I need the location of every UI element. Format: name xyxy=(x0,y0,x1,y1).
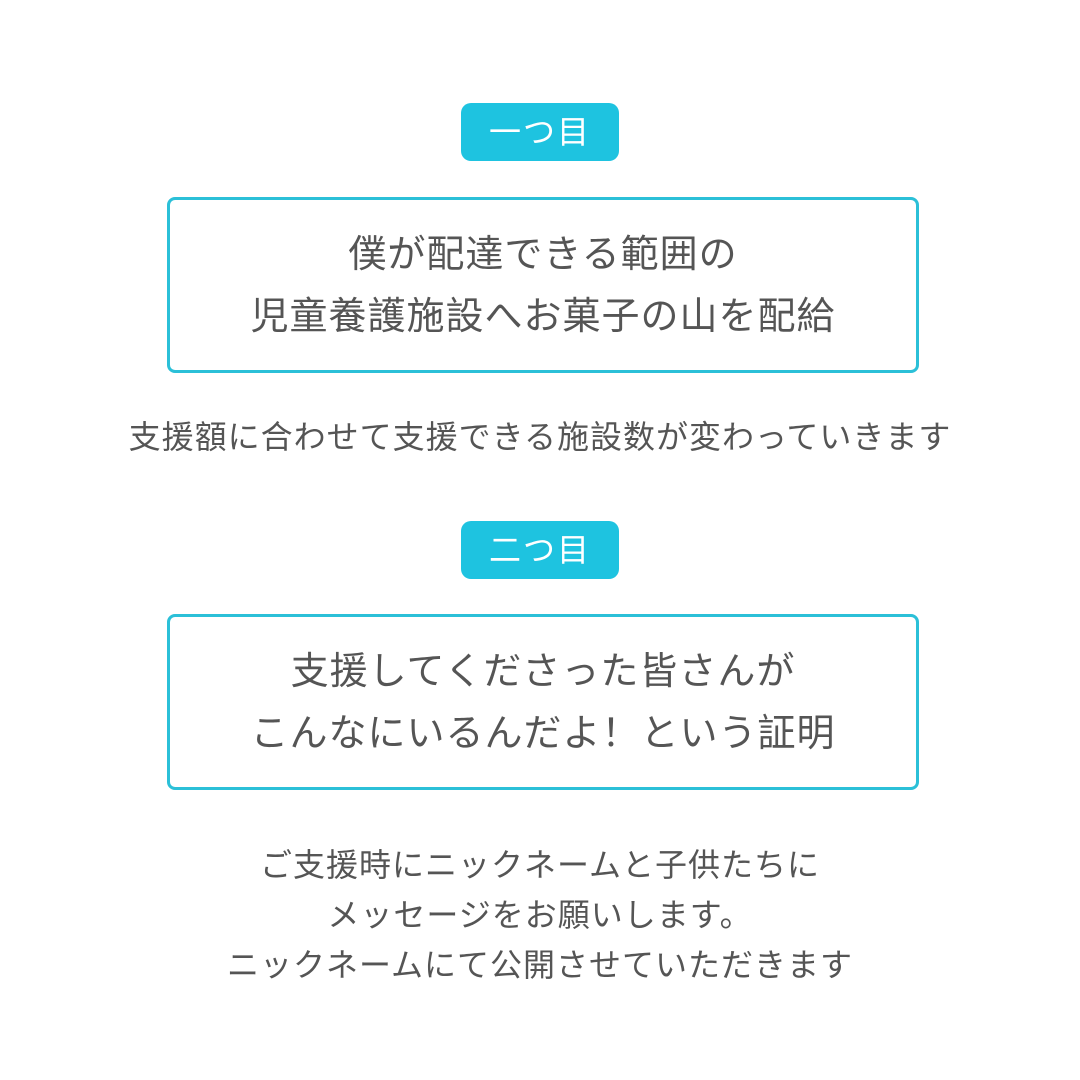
section1-box-line-1: 僕が配達できる範囲の xyxy=(348,232,738,276)
section2-caption-line-1: ご支援時にニックネームと子供たちに xyxy=(259,846,821,884)
section1-box-line-2: 児童養護施設へお菓子の山を配給 xyxy=(250,294,836,338)
section2-caption-line-2: メッセージをお願いします。 xyxy=(327,896,753,934)
section1-box: 僕が配達できる範囲の 児童養護施設へお菓子の山を配給 xyxy=(167,197,919,373)
section1-caption: 支援額に合わせて支援できる施設数が変わっていきます xyxy=(128,418,952,456)
section2-box-line-1: 支援してくださった皆さんが xyxy=(290,649,796,693)
section1-badge: 一つ目 xyxy=(461,103,619,161)
section2-box: 支援してくださった皆さんが こんなにいるんだよ！という証明 xyxy=(167,614,919,790)
section2-caption-line-3: ニックネームにて公開させていただきます xyxy=(226,946,854,984)
section2-box-line-2: こんなにいるんだよ！という証明 xyxy=(250,711,836,755)
section2-badge: 二つ目 xyxy=(461,521,619,579)
